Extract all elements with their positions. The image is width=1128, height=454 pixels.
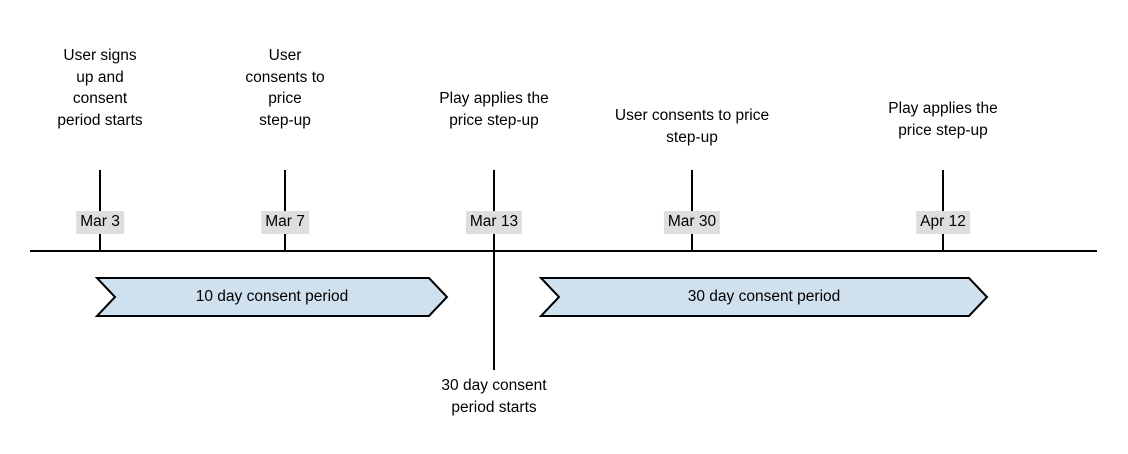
event-caption-apr-12: Play applies the price step-up [888, 100, 998, 139]
consent-period-banner-30-day: 30 day consent period [538, 277, 989, 317]
tick-mark-mar-30 [691, 170, 693, 211]
event-caption-mar-7: User consents to price step-up [245, 47, 325, 129]
date-chip-mar-30: Mar 30 [663, 211, 721, 234]
event-caption-mar-13: Play applies the price step-up [439, 90, 549, 129]
leader-line-mar-13 [493, 250, 495, 370]
tick-mark-mar-13 [493, 170, 495, 211]
tick-stem-mar-7 [284, 234, 286, 252]
tick-stem-mar-30 [691, 234, 693, 252]
tick-mark-mar-7 [284, 170, 286, 211]
consent-period-banner-10-day: 10 day consent period [94, 277, 449, 317]
event-caption-mar-30: User consents to price step-up [614, 107, 770, 146]
banner-shape-30-day [538, 277, 989, 317]
tick-stem-apr-12 [942, 234, 944, 252]
tick-mark-mar-3 [99, 170, 101, 211]
date-chip-mar-3: Mar 3 [76, 211, 124, 234]
below-caption-mar-13: 30 day consent period starts [441, 377, 547, 416]
timeline-axis [30, 250, 1097, 252]
date-chip-apr-12: Apr 12 [916, 211, 970, 234]
date-chip-mar-7: Mar 7 [261, 211, 309, 234]
event-caption-mar-3: User signs up and consent period starts [57, 47, 143, 129]
banner-polygon [538, 277, 989, 317]
tick-stem-mar-3 [99, 234, 101, 252]
tick-mark-apr-12 [942, 170, 944, 211]
date-chip-mar-13: Mar 13 [465, 211, 523, 234]
tick-stem-mar-13 [493, 234, 495, 252]
banner-shape-10-day [94, 277, 449, 317]
banner-polygon [94, 277, 449, 317]
